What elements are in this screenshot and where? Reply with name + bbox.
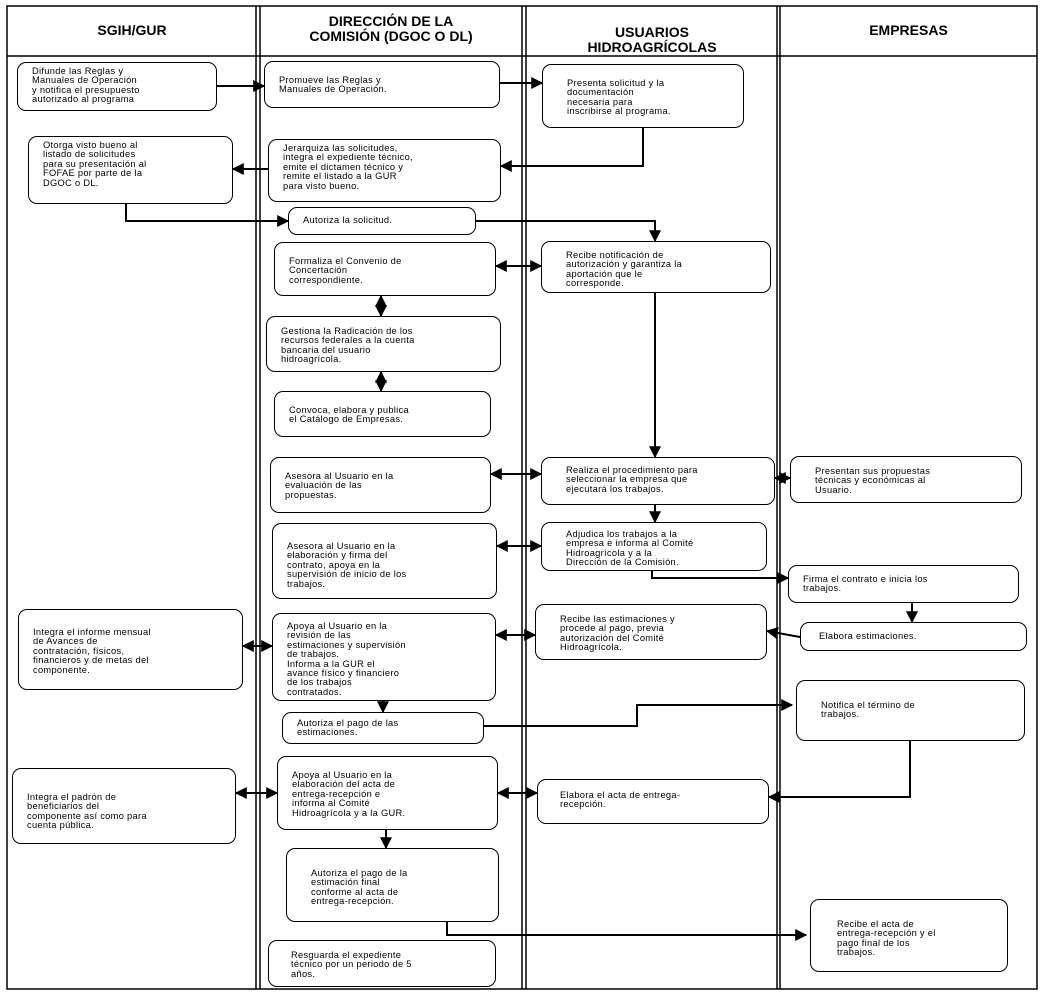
step-text: Presenta solicitud y la documentación ne… — [567, 78, 671, 117]
step-text: Firma el contrato e inicia los trabajos. — [803, 574, 928, 594]
step-asesora-evaluacion: Asesora al Usuario en la evaluación de l… — [270, 457, 491, 513]
step-text: Notifica el término de trabajos. — [821, 700, 915, 720]
step-elabora-estimaciones: Elabora estimaciones. — [800, 622, 1027, 651]
step-text: Recibe las estimaciones y procede al pag… — [560, 614, 675, 653]
step-recibe-notificacion: Recibe notificación de autorización y ga… — [541, 241, 771, 293]
step-convoca-catalogo: Convoca, elabora y publica el Catálogo d… — [274, 391, 491, 437]
step-realiza-procedimiento: Realiza el procedimiento para selecciona… — [541, 457, 775, 505]
step-promueve-reglas: Promueve las Reglas y Manuales de Operac… — [264, 61, 500, 108]
step-recibe-estimaciones: Recibe las estimaciones y procede al pag… — [535, 604, 767, 660]
step-text: Apoya al Usuario en la revisión de las e… — [287, 621, 406, 697]
step-text: Asesora al Usuario en la evaluación de l… — [285, 471, 394, 500]
step-text: Recibe notificación de autorización y ga… — [566, 250, 683, 289]
step-difunde-reglas: Difunde las Reglas y Manuales de Operaci… — [17, 62, 217, 111]
step-text: Autoriza la solicitud. — [303, 215, 393, 225]
step-text: Autoriza el pago de las estimaciones. — [297, 718, 399, 738]
step-text: Resguarda el expediente técnico por un p… — [291, 950, 412, 979]
step-integra-padron: Integra el padrón de beneficiarios del c… — [12, 768, 236, 844]
step-text: Otorga visto bueno al listado de solicit… — [43, 140, 147, 188]
step-resguarda-expediente: Resguarda el expediente técnico por un p… — [268, 940, 496, 987]
lane-title-dgoc: DIRECCIÓN DE LA COMISIÓN (DGOC O DL) — [309, 13, 473, 44]
lane-title-usuarios: USUARIOS HIDROAGRÍCOLAS — [587, 24, 717, 55]
arrow-autoriza-notifica — [484, 699, 794, 727]
arrow-notifica-elabora — [767, 741, 911, 803]
step-elabora-acta: Elabora el acta de entrega- recepción. — [537, 779, 769, 824]
step-text: Integra el informe mensual de Avances de… — [33, 627, 151, 675]
arrow-otorga-autoriza — [125, 203, 290, 227]
step-text: Asesora al Usuario en la elaboración y f… — [287, 541, 407, 589]
lane-title-empresas: EMPRESAS — [869, 22, 948, 38]
step-text: Formaliza el Convenio de Concertación co… — [289, 256, 402, 285]
step-autoriza-pago: Autoriza el pago de las estimaciones. — [282, 712, 484, 744]
step-formaliza-convenio: Formaliza el Convenio de Concertación co… — [274, 242, 496, 296]
step-presentan-propuestas: Presentan sus propuestas técnicas y econ… — [790, 456, 1022, 503]
connectors — [125, 77, 918, 941]
step-adjudica-trabajos: Adjudica los trabajos a la empresa e inf… — [541, 522, 767, 571]
step-text: Jerarquiza las solicitudes, integra el e… — [283, 143, 413, 191]
step-jerarquiza: Jerarquiza las solicitudes, integra el e… — [268, 139, 501, 202]
step-text: Convoca, elabora y publica el Catálogo d… — [289, 405, 409, 425]
step-notifica-termino: Notifica el término de trabajos. — [796, 680, 1025, 741]
step-apoya-acta: Apoya al Usuario en la elaboración del a… — [277, 756, 498, 830]
step-text: Adjudica los trabajos a la empresa e inf… — [566, 529, 694, 568]
step-text: Apoya al Usuario en la elaboración del a… — [292, 770, 406, 818]
step-text: Promueve las Reglas y Manuales de Operac… — [279, 75, 387, 95]
step-integra-informe: Integra el informe mensual de Avances de… — [18, 609, 243, 690]
swimlane-frame — [6, 5, 1038, 990]
arrow-autoriza-recibe — [476, 220, 661, 243]
lane-title-sgih: SGIH/GUR — [97, 22, 167, 38]
step-gestiona-radicacion: Gestiona la Radicación de los recursos f… — [266, 316, 501, 372]
arrow-adjudica-firma — [651, 571, 790, 584]
step-firma-contrato: Firma el contrato e inicia los trabajos. — [788, 565, 1019, 603]
step-text: Difunde las Reglas y Manuales de Operaci… — [32, 66, 140, 105]
step-text: Realiza el procedimiento para selecciona… — [566, 465, 698, 494]
step-text: Integra el padrón de beneficiarios del c… — [27, 792, 147, 831]
step-apoya-revision: Apoya al Usuario en la revisión de las e… — [272, 613, 496, 701]
step-presenta-solicitud: Presenta solicitud y la documentación ne… — [542, 64, 744, 128]
step-asesora-contrato: Asesora al Usuario en la elaboración y f… — [272, 523, 497, 599]
step-text: Presentan sus propuestas técnicas y econ… — [815, 466, 931, 495]
step-text: Recibe el acta de entrega-recepción y el… — [837, 919, 936, 958]
step-text: Autoriza el pago de la estimación final … — [311, 868, 408, 907]
step-text: Elabora estimaciones. — [819, 631, 917, 641]
step-autoriza-pago-final: Autoriza el pago de la estimación final … — [286, 848, 499, 922]
step-autoriza-solicitud: Autoriza la solicitud. — [288, 207, 476, 235]
step-recibe-acta: Recibe el acta de entrega-recepción y el… — [810, 899, 1008, 972]
step-text: Gestiona la Radicación de los recursos f… — [281, 326, 415, 365]
step-otorga-visto-bueno: Otorga visto bueno al listado de solicit… — [28, 136, 233, 204]
step-text: Elabora el acta de entrega- recepción. — [560, 790, 681, 810]
arrow-elabora-recibe — [765, 627, 801, 639]
arrow-final-recibe — [446, 916, 808, 941]
arrow-presenta-jerarquiza — [499, 128, 644, 172]
